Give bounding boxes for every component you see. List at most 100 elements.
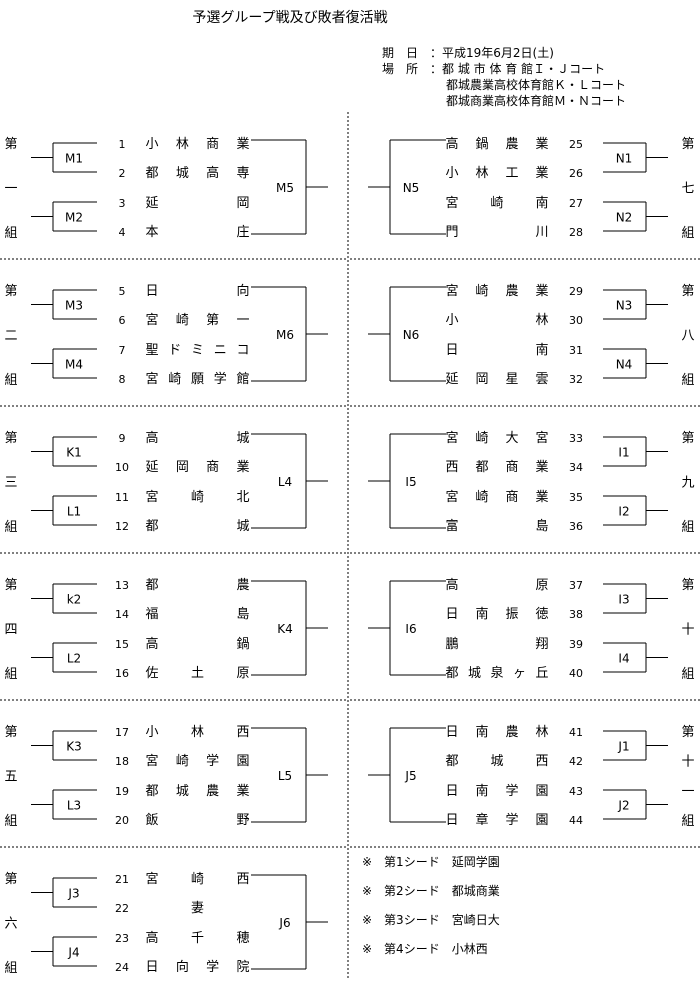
team-name-char: 宮 — [145, 871, 158, 887]
group-label-char: 第 — [4, 578, 17, 593]
team-name-char: 北 — [236, 490, 249, 505]
team-name-char: 農 — [206, 784, 219, 799]
team-name-char: コ — [236, 343, 249, 358]
team-name-char: 日 — [445, 784, 458, 799]
group-label-char: 第 — [681, 431, 694, 446]
group-label-char: 九 — [681, 476, 694, 491]
team-name-char: 宮 — [145, 489, 158, 505]
team-number: 25 — [569, 138, 583, 151]
group-label-char: 組 — [4, 520, 17, 535]
team-name-char: 宮 — [445, 430, 458, 446]
match-label: N4 — [616, 358, 633, 372]
team-name-char: 星 — [505, 372, 518, 387]
team-name-char: 日 — [145, 960, 158, 975]
team-name-char: 宮 — [145, 312, 158, 328]
team-name-char: 南 — [475, 606, 488, 622]
team-name-char: 都 — [475, 460, 488, 475]
team-number: 23 — [115, 932, 129, 945]
team-name-char: 城 — [236, 431, 249, 446]
match-label: M1 — [65, 152, 83, 166]
final-match-label: I5 — [405, 475, 416, 489]
team-name-char: 城 — [176, 166, 189, 181]
team-number: 22 — [115, 902, 129, 915]
team-name-char: 業 — [535, 459, 548, 475]
match-label: M3 — [65, 299, 83, 313]
team-number: 15 — [115, 638, 129, 651]
team-name-char: 林 — [535, 725, 548, 740]
team-number: 30 — [569, 314, 583, 327]
group-label-char: 第 — [4, 431, 17, 446]
team-name-char: 農 — [505, 284, 518, 299]
team-name-char: 宮 — [145, 371, 158, 387]
final-match-label: N5 — [403, 181, 420, 195]
team-number: 20 — [115, 814, 129, 827]
team-name-char: 福 — [145, 607, 158, 622]
team-name-char: 城 — [236, 519, 249, 534]
match-label: J1 — [617, 740, 629, 754]
team-name-char: 園 — [535, 813, 548, 828]
team-name-char: 岡 — [236, 196, 249, 211]
team-name-char: 崎 — [191, 490, 204, 505]
team-name-char: 日 — [445, 813, 458, 828]
team-name-char: 原 — [535, 578, 548, 593]
team-name-char: 城 — [490, 754, 503, 769]
team-name-char: 林 — [475, 166, 488, 181]
team-name-char: 崎 — [191, 872, 204, 887]
match-label: I3 — [618, 593, 629, 607]
team-name-char: 都 — [145, 784, 158, 799]
team-name-char: 延 — [145, 460, 158, 475]
match-label: L2 — [67, 652, 81, 666]
group-label-char: 第 — [4, 872, 17, 887]
group-label-char: 七 — [681, 182, 694, 197]
match-label: I2 — [618, 505, 629, 519]
team-name-char: 都 — [445, 666, 458, 681]
team-name-char: 佐 — [145, 666, 158, 681]
team-name-char: 延 — [445, 372, 458, 387]
team-name-char: 崎 — [490, 196, 503, 211]
team-name-char: 宮 — [145, 753, 158, 769]
team-name-char: 雲 — [535, 372, 548, 387]
team-name-char: 聖 — [145, 343, 158, 358]
match-label: M2 — [65, 211, 83, 225]
team-name-char: 学 — [206, 753, 219, 769]
team-name-char: 西 — [236, 872, 249, 887]
team-number: 43 — [569, 785, 583, 798]
team-name-char: 高 — [145, 430, 158, 446]
team-name-char: 向 — [176, 959, 189, 975]
team-name-char: 商 — [206, 137, 219, 152]
team-number: 17 — [115, 726, 129, 739]
team-name-char: 穂 — [236, 931, 249, 946]
team-name-char: 業 — [236, 136, 249, 152]
team-name-char: 林 — [191, 725, 204, 740]
team-name-char: 鍋 — [236, 636, 249, 652]
team-name-char: 宮 — [445, 195, 458, 211]
team-name-char: 農 — [236, 578, 249, 593]
team-name-char: 都 — [445, 754, 458, 769]
team-name-char: 業 — [535, 489, 548, 505]
group-8: 第十組37高原38日南振徳39鵬翔40都城泉ヶ丘I3I4I6 — [350, 577, 700, 701]
team-number: 16 — [115, 667, 129, 680]
team-name-char: 工 — [505, 166, 518, 181]
team-name-char: 崎 — [475, 284, 488, 299]
team-number: 8 — [119, 373, 126, 386]
team-name-char: 高 — [145, 930, 158, 946]
match-label: J2 — [617, 799, 629, 813]
team-name-char: 農 — [505, 137, 518, 152]
group-label-char: 一 — [4, 182, 17, 197]
team-name-char: 高 — [206, 165, 219, 181]
team-name-char: 崎 — [176, 313, 189, 328]
team-name-char: 高 — [445, 136, 458, 152]
final-match-label: M6 — [276, 328, 294, 342]
team-number: 7 — [119, 344, 126, 357]
final-match-label: M5 — [276, 181, 294, 195]
place-label: 場 所 — [382, 62, 418, 76]
team-name-char: 学 — [505, 812, 518, 828]
seed-note: ※ 第2シード 都城商業 — [362, 883, 500, 898]
seed-note: ※ 第3シード 宮崎日大 — [362, 912, 500, 927]
team-name-char: 宮 — [445, 489, 458, 505]
team-name-char: 崎 — [168, 372, 181, 387]
team-number: 36 — [569, 520, 583, 533]
team-number: 12 — [115, 520, 129, 533]
